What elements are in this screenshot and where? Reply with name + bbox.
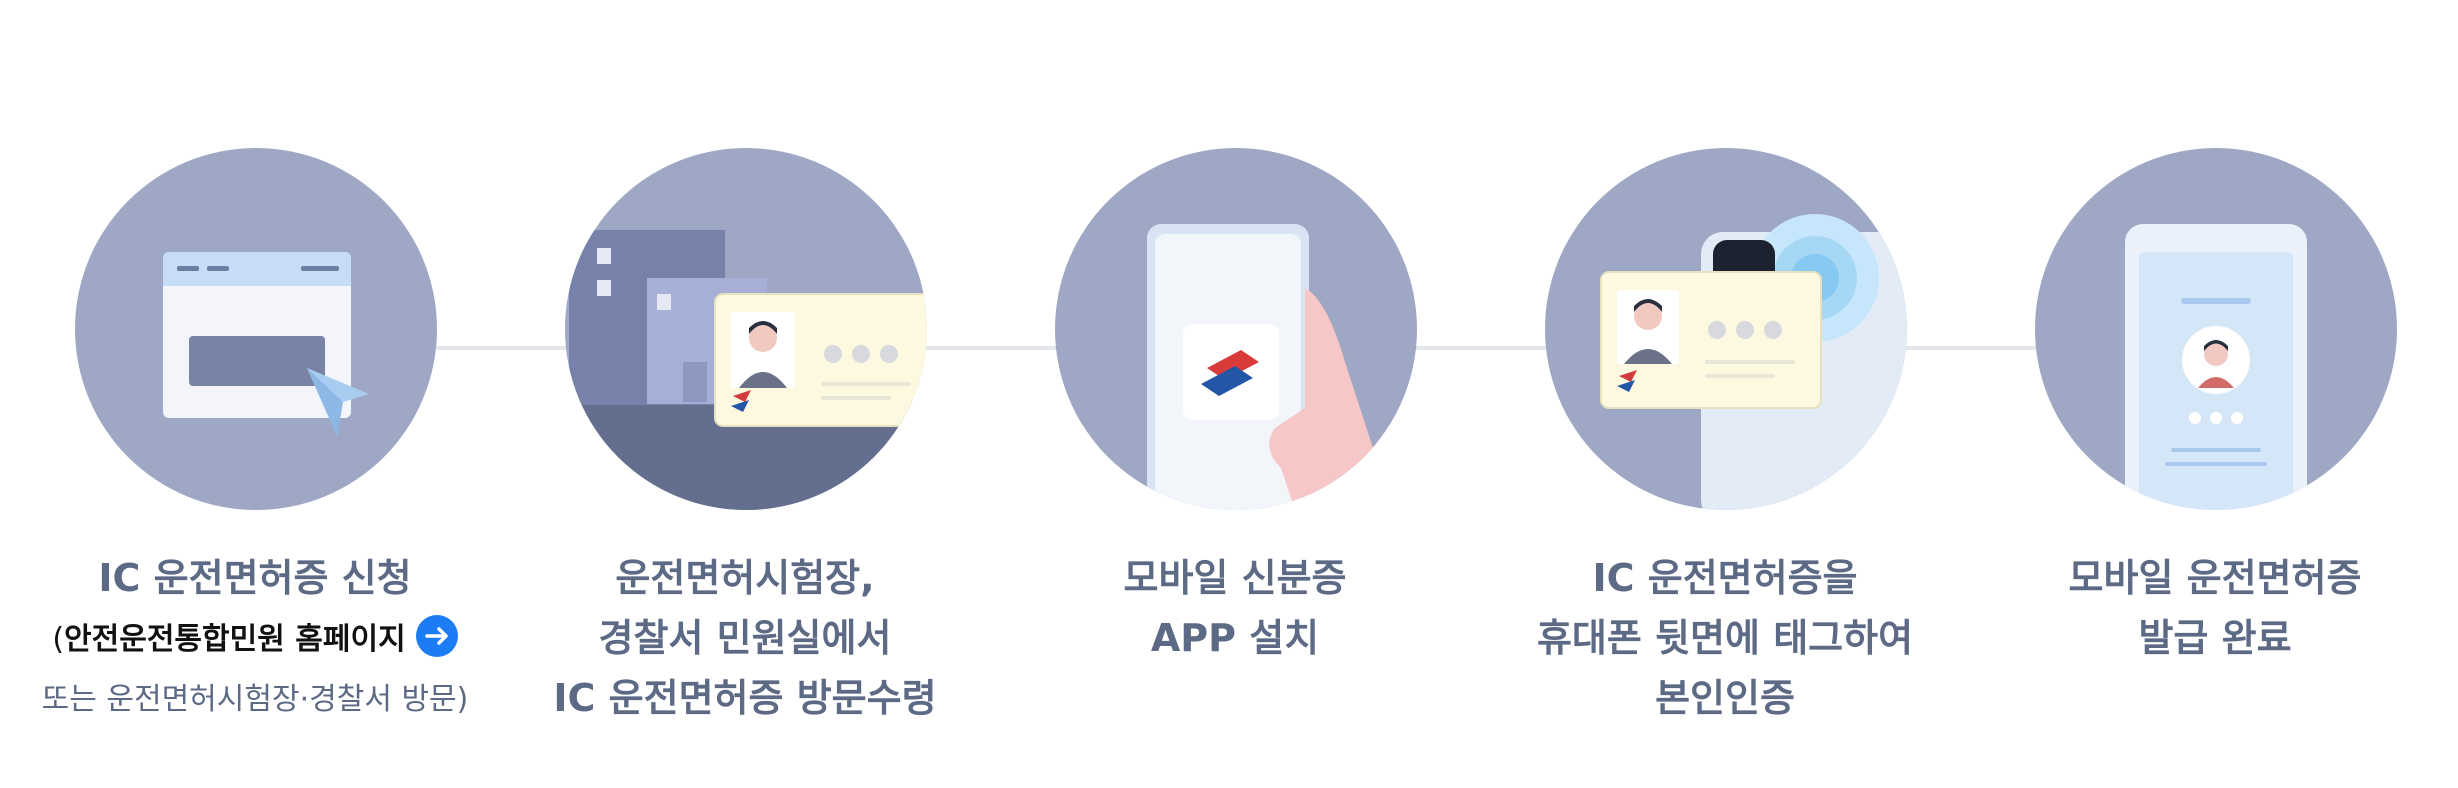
homepage-link[interactable]: 안전운전통합민원 홈페이지 [64,622,406,657]
step-apply-note: 또는 운전면허시험장·경찰서 방문) [41,682,469,717]
step-apply-title: IC 운전면허증 신청 [98,556,412,600]
browser-window-icon [75,148,437,510]
step-install-title: 모바일 신분증 APP 설치 [1123,556,1347,660]
step-receive-title: 운전면허시험장, 경찰서 민원실에서 IC 운전면허증 방문수령 [553,556,937,720]
step-issue-title: 모바일 운전면허증 발급 완료 [2068,556,2362,660]
license-card-building-icon [565,148,927,510]
step-apply-sublink: (안전운전통합민원 홈페이지 [10,614,500,666]
nfc-tag-icon [1545,148,1907,510]
step-verify-title: IC 운전면허증을 휴대폰 뒷면에 태그하여 본인인증 [1536,556,1914,720]
phone-app-icon [1055,148,1417,510]
mobile-license-icon [2035,148,2397,510]
arrow-right-icon[interactable] [415,615,458,657]
